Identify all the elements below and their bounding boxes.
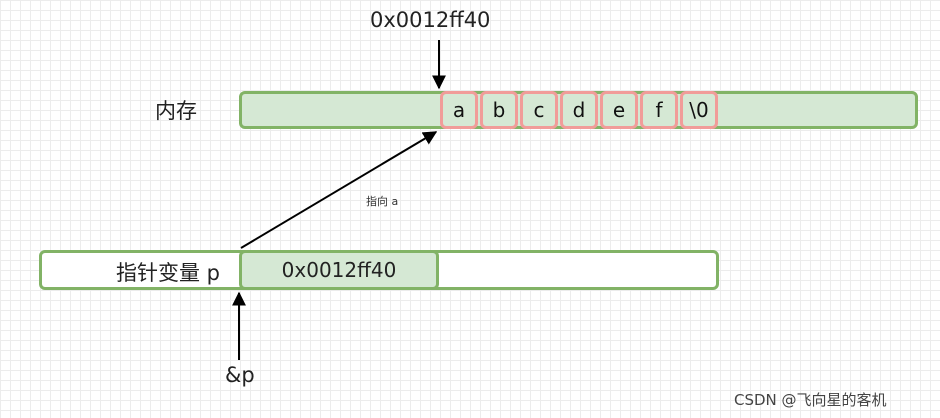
memory-cell-f: f bbox=[640, 91, 678, 129]
pointer-to-a-arrow bbox=[240, 131, 438, 249]
pointer-label: 指针变量 p bbox=[116, 261, 221, 285]
arrow-label: 指向 a bbox=[366, 195, 399, 208]
memory-cell-b: b bbox=[480, 91, 518, 129]
memory-cell-c: c bbox=[520, 91, 558, 129]
pointer-value: 0x0012ff40 bbox=[281, 258, 397, 282]
top-address-label: 0x0012ff40 bbox=[370, 8, 491, 32]
memory-cell-a: a bbox=[440, 91, 478, 129]
address-of-label: &p bbox=[225, 363, 255, 387]
memory-cell-null: \0 bbox=[680, 91, 718, 129]
pointer-value-box: 0x0012ff40 bbox=[239, 250, 439, 290]
memory-cell-e: e bbox=[600, 91, 638, 129]
memory-label: 内存 bbox=[155, 99, 197, 123]
memory-cell-d: d bbox=[560, 91, 598, 129]
watermark: CSDN @飞向星的客机 bbox=[734, 391, 887, 409]
